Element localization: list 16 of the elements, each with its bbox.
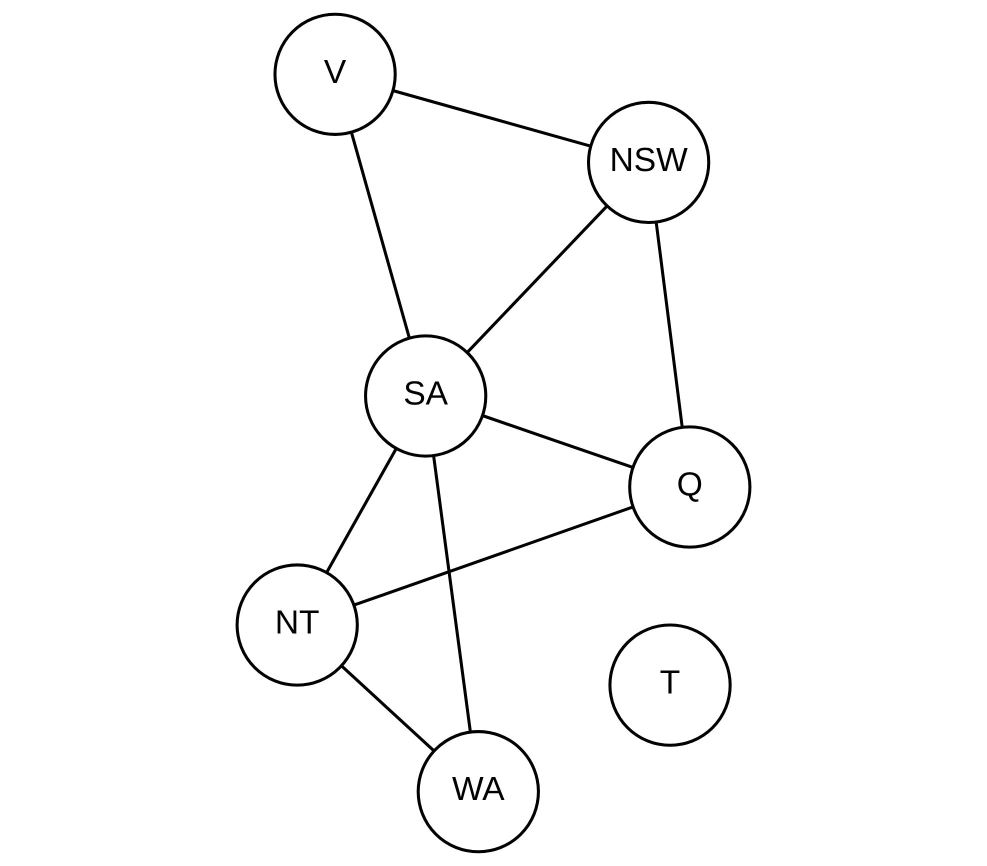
connector bbox=[325, 448, 398, 574]
node-circle: T bbox=[608, 624, 732, 747]
node-circle: WA bbox=[416, 730, 540, 854]
node-circle: V bbox=[273, 12, 397, 136]
node-circle: NSW bbox=[586, 100, 710, 224]
connector bbox=[432, 456, 472, 732]
connector bbox=[354, 506, 634, 606]
node-circle: NT bbox=[236, 563, 359, 687]
connector bbox=[392, 89, 591, 148]
connector bbox=[466, 205, 608, 354]
node-circle: SA bbox=[364, 334, 488, 458]
connector bbox=[350, 132, 411, 338]
node-circle: Q bbox=[628, 425, 752, 549]
connector bbox=[654, 222, 684, 427]
connector bbox=[340, 664, 436, 752]
connector bbox=[482, 414, 634, 469]
